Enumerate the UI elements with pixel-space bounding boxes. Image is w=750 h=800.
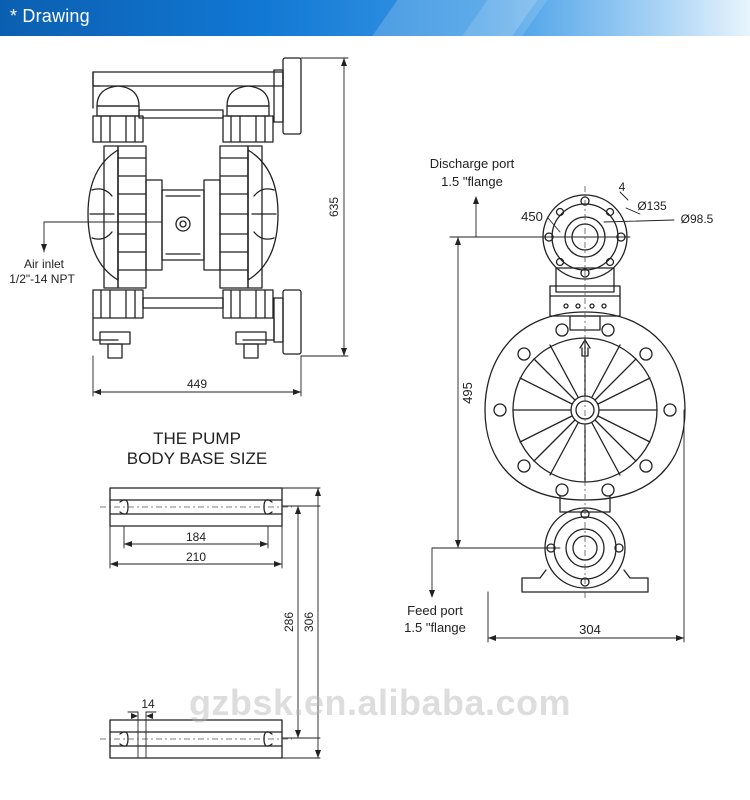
- arrow-210-right: [274, 561, 282, 567]
- arrow-635-top: [341, 58, 347, 66]
- front-discharge-flange: [282, 57, 302, 135]
- watermark: gzbsk.en.alibaba.com: [188, 682, 572, 723]
- dim-base-span2: 306: [302, 612, 316, 632]
- front-right-chamber: [247, 149, 279, 281]
- arrow-306-bottom: [315, 750, 321, 758]
- feed-port-spec: 1.5 "flange: [404, 620, 466, 635]
- air-inlet-spec: 1/2"-14 NPT: [9, 272, 75, 286]
- arrow-304-right: [676, 635, 684, 641]
- dim-bore: Ø98.5: [681, 212, 714, 226]
- feed-port-label: Feed port: [407, 603, 463, 618]
- technical-drawing: 635 449 Air inlet 1/2"-14 NPT Discharge …: [9, 57, 714, 759]
- front-dimension-lines: [43, 57, 349, 397]
- base-title-line2: BODY BASE SIZE: [127, 449, 267, 468]
- front-dome-right: [226, 85, 270, 107]
- arrow-304-left: [488, 635, 496, 641]
- front-dome-left: [96, 85, 140, 107]
- arrow-635-bottom: [341, 348, 347, 356]
- discharge-port-label: Discharge port: [430, 156, 515, 171]
- dim-pcd: Ø135: [637, 199, 667, 213]
- front-view-pump: [87, 57, 302, 359]
- arrow-184-left: [124, 541, 132, 547]
- arrow-14-left: [131, 713, 138, 719]
- section-header: * Drawing: [0, 0, 750, 36]
- arrow-449-left: [93, 389, 101, 395]
- side-dimension-lines: [431, 191, 685, 643]
- arrow-discharge: [473, 196, 479, 204]
- discharge-port-spec: 1.5 "flange: [441, 174, 503, 189]
- dim-front-height: 635: [327, 197, 341, 217]
- dim-side-width: 304: [579, 622, 601, 637]
- arrow-286-bottom: [295, 730, 301, 738]
- dim-base-inner: 184: [186, 530, 206, 544]
- base-title-line1: THE PUMP: [153, 429, 241, 448]
- dim-base-span1: 286: [282, 612, 296, 632]
- front-top-manifold: [92, 71, 284, 87]
- dim-side-height: 495: [460, 382, 475, 404]
- dim-base-outer: 210: [186, 550, 206, 564]
- arrow-449-right: [293, 389, 301, 395]
- dim-base-slot: 14: [141, 697, 155, 711]
- arrow-air-inlet: [41, 244, 47, 252]
- section-title: * Drawing: [10, 6, 90, 26]
- front-left-chamber: [87, 149, 119, 281]
- front-feed-flange: [282, 289, 302, 355]
- front-center-block: [161, 189, 205, 261]
- dim-front-width: 449: [187, 377, 207, 391]
- dim-bolt-hole: 4: [619, 180, 626, 194]
- arrow-feed: [429, 590, 435, 598]
- arrow-495-bottom: [455, 540, 461, 548]
- base-dimension-lines: [109, 487, 321, 759]
- arrow-14-right: [146, 713, 153, 719]
- arrow-184-right: [260, 541, 268, 547]
- arrow-495-top: [455, 237, 461, 245]
- arrow-306-top: [315, 488, 321, 496]
- air-inlet-label: Air inlet: [24, 257, 65, 271]
- arrow-286-top: [295, 506, 301, 514]
- dim-angle: 450: [521, 209, 543, 224]
- arrow-210-left: [110, 561, 118, 567]
